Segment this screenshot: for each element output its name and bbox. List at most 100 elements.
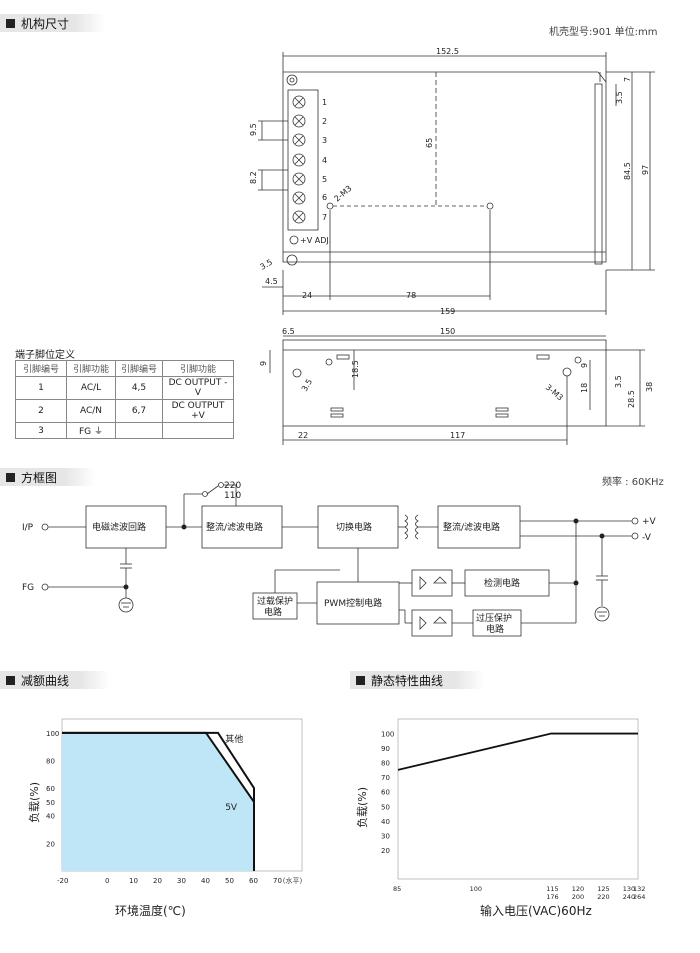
section-header-static: 静态特性曲线	[350, 671, 485, 689]
dim-label: 9	[580, 363, 589, 368]
x-tick-label: 0	[105, 877, 109, 885]
y-tick-label: 60	[381, 789, 390, 797]
x-tick-label: 120	[572, 885, 584, 893]
table-row: 3 FG ⏚	[15, 422, 234, 439]
x-tick-label: 100	[470, 885, 482, 893]
y-tick-label: 70	[381, 774, 390, 782]
dim-label: 3.5	[300, 377, 314, 393]
x-tick-label: 132	[633, 885, 645, 893]
x-tick-label: 40	[201, 877, 210, 885]
x-axis-label: 输入电压(VAC)60Hz	[480, 903, 592, 918]
dim-label: 65	[425, 138, 434, 148]
side-flange	[594, 83, 603, 265]
dim-label: 97	[641, 165, 650, 175]
terminal-screws	[292, 95, 306, 224]
y-tick-label: 50	[46, 799, 55, 807]
x-tick-label: 60	[249, 877, 258, 885]
vminus-label: -V	[642, 533, 652, 543]
side-view-case	[282, 339, 607, 427]
square-bullet-icon	[356, 675, 365, 685]
fg-label: FG	[22, 583, 34, 593]
x-tick-label: 130	[623, 885, 635, 893]
square-bullet-icon	[6, 472, 15, 482]
dim-label: 38	[645, 382, 654, 392]
table-cell: 4,5	[115, 376, 163, 400]
dim-label: 4.5	[265, 277, 278, 286]
y-tick-label: 60	[46, 785, 55, 793]
dim-label: 152.5	[436, 47, 459, 56]
x-axis-label: 环境温度(℃)	[115, 903, 186, 918]
terminal-block	[287, 89, 319, 231]
dim-label: 3.5	[615, 91, 624, 104]
terminal-number: 2	[322, 117, 327, 126]
x-tick-label: 125	[597, 885, 609, 893]
y-tick-label: 100	[46, 730, 59, 738]
optocoupler-symbol	[419, 576, 447, 630]
x-tick-label: 85	[393, 885, 401, 893]
detect-label: 检测电路	[484, 577, 520, 589]
square-bullet-icon	[6, 675, 15, 685]
screw-hole	[574, 356, 582, 364]
dim-label: 6.5	[282, 327, 295, 336]
mount-hole-inner	[289, 77, 295, 83]
vadj-pot	[289, 235, 299, 245]
x-tick-label: 20	[153, 877, 162, 885]
olp-label-2: 电路	[264, 606, 282, 618]
screw-hole	[292, 368, 302, 378]
vplus-label: +V	[642, 517, 657, 527]
junction-dots	[123, 518, 605, 590]
x-unit-label: (水平)	[283, 876, 303, 885]
mount-hole	[286, 254, 298, 266]
terminal-number: 4	[322, 156, 327, 165]
terminal-number: 7	[322, 213, 327, 222]
y-axis-label: 负载(%)	[355, 787, 369, 828]
x-tick-label: 264	[633, 893, 645, 901]
dim-label: 150	[440, 327, 455, 336]
ip-label: I/P	[22, 523, 34, 533]
x-tick-label: 240	[623, 893, 635, 901]
section-header-derating: 减额曲线	[0, 671, 110, 689]
dim-label: 3-M3	[544, 383, 565, 403]
dimension-labels: 152.5 7 3.5 9.5 65 84.5 97 8.2 2-M3 4.5 …	[249, 47, 654, 440]
series-label-5v: 5V	[225, 803, 238, 813]
dim-label: 18	[580, 383, 589, 393]
x-tick-label: 200	[572, 893, 584, 901]
table-cell: 3	[15, 422, 67, 439]
dim-label: 9.5	[249, 123, 258, 136]
y-tick-label: 80	[381, 760, 390, 768]
pwm-label: PWM控制电路	[324, 597, 382, 609]
y-tick-label: 100	[381, 731, 394, 739]
y-tick-label: 40	[381, 818, 390, 826]
pin-table-title: 端子脚位定义	[15, 350, 75, 361]
rect2-label: 整流/滤波电路	[443, 521, 500, 533]
olp-label-1: 过载保护	[257, 595, 293, 607]
terminal-number: 5	[322, 175, 327, 184]
table-cell: 6,7	[115, 399, 163, 423]
dim-label: 9	[259, 361, 268, 366]
screw-hole	[325, 358, 333, 366]
case-note: 机壳型号:901 单位:mm	[549, 27, 658, 38]
ovp-label-2: 电路	[486, 623, 504, 635]
series-line-other	[62, 731, 255, 871]
dim-label: 117	[450, 431, 465, 440]
y-tick-label: 20	[46, 840, 55, 848]
rect1-label: 整流/滤波电路	[206, 521, 263, 533]
screw-hole	[326, 202, 334, 210]
terminal-number: 6	[322, 193, 327, 202]
mechanical-drawing: 152.5 7 3.5 9.5 65 84.5 97 8.2 2-M3 4.5 …	[249, 47, 655, 445]
dim-label: 2-M3	[333, 184, 354, 204]
x-tick-label: -20	[57, 877, 68, 885]
plot-frame	[397, 718, 639, 880]
y-tick-label: 40	[46, 813, 55, 821]
section-title: 减额曲线	[21, 673, 70, 688]
derating-area	[62, 732, 254, 871]
dim-label: 24	[302, 291, 312, 300]
y-tick-label: 20	[381, 847, 390, 855]
block-labels: I/P FG 220 110 电磁滤波回路 整流/滤波电路 切换电路 整流/滤波…	[22, 481, 657, 635]
dim-label: 7	[623, 77, 632, 82]
x-tick-label: 70	[273, 877, 282, 885]
